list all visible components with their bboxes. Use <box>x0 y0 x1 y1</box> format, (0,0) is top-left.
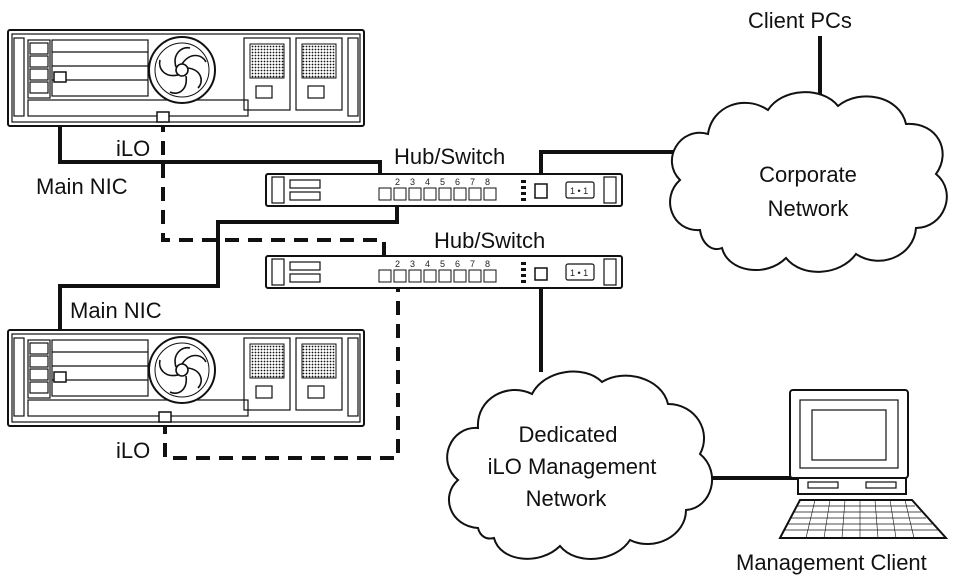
main-nic-top-label: Main NIC <box>36 174 128 199</box>
power-label: 1 • 1 <box>570 268 588 278</box>
management-client-label: Management Client <box>736 550 927 575</box>
hub-switch-top-label: Hub/Switch <box>394 144 505 169</box>
port-number: 8 <box>485 259 490 269</box>
server-bottom-nic-port <box>53 371 67 383</box>
port-number: 6 <box>455 177 460 187</box>
mgmt-cloud-line-3: Network <box>526 486 608 511</box>
switch-top-port-numbers: 2 3 4 5 6 7 8 <box>395 177 490 187</box>
port-number: 2 <box>395 259 400 269</box>
server-bottom <box>8 330 364 426</box>
port-number: 3 <box>410 177 415 187</box>
port-number: 7 <box>470 259 475 269</box>
port-number: 4 <box>425 259 430 269</box>
switch-bottom-port-numbers: 2 3 4 5 6 7 8 <box>395 259 490 269</box>
client-pcs-label: Client PCs <box>748 8 852 33</box>
switch-top-uplink-port <box>534 183 548 199</box>
management-network-cloud: Dedicated iLO Management Network <box>446 370 714 560</box>
power-label: 1 • 1 <box>570 186 588 196</box>
corporate-cloud-line-2: Network <box>768 196 850 221</box>
port-number: 3 <box>410 259 415 269</box>
corporate-network-cloud: Corporate Network <box>669 91 948 273</box>
port-number: 5 <box>440 177 445 187</box>
port-number: 5 <box>440 259 445 269</box>
port-number: 7 <box>470 177 475 187</box>
port-number: 4 <box>425 177 430 187</box>
port-number: 6 <box>455 259 460 269</box>
link-server2-nic-to-switch1 <box>58 190 399 375</box>
mgmt-cloud-line-1: Dedicated <box>518 422 617 447</box>
server-top-nic-port <box>53 71 67 83</box>
server-bottom-ilo-port <box>158 411 172 423</box>
server-top-ilo-port <box>156 111 170 123</box>
ilo-top-label: iLO <box>116 136 150 161</box>
port-number: 2 <box>395 177 400 187</box>
switch-bottom: 2 3 4 5 6 7 8 1 • 1 <box>265 255 623 289</box>
hub-switch-bottom-label: Hub/Switch <box>434 228 545 253</box>
corporate-cloud-line-1: Corporate <box>759 162 857 187</box>
server-top <box>8 30 364 126</box>
port-number: 8 <box>485 177 490 187</box>
switch-top: 2 3 4 5 6 7 8 1 • 1 <box>265 173 623 207</box>
main-nic-bottom-label: Main NIC <box>70 298 162 323</box>
switch-bottom-uplink-port <box>534 267 548 281</box>
mgmt-cloud-line-2: iLO Management <box>488 454 657 479</box>
management-client-computer-icon <box>778 389 949 539</box>
ilo-bottom-label: iLO <box>116 438 150 463</box>
